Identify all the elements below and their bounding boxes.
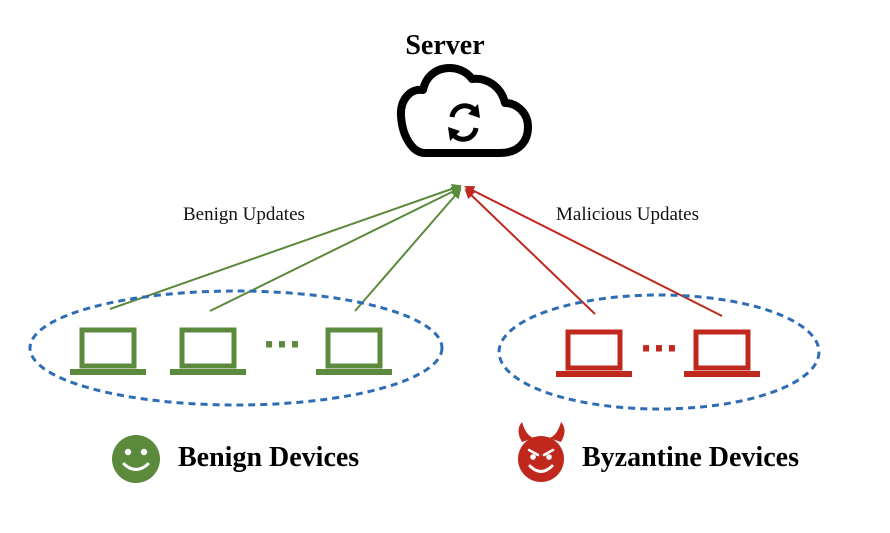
benign-devices-label: Benign Devices [178, 442, 360, 473]
benign-laptop-2 [170, 327, 246, 375]
smiley-face-icon [112, 435, 160, 483]
devil-face-icon [518, 422, 565, 482]
benign-arrow-3 [354, 188, 462, 312]
byzantine-devices-label: Byzantine Devices [582, 442, 799, 473]
byzantine-laptop-1 [556, 329, 632, 377]
benign-arrow-1 [109, 183, 462, 310]
malicious-update-arrows [464, 186, 723, 317]
benign-ellipsis: ··· [263, 325, 302, 365]
malicious-updates-label: Malicious Updates [556, 204, 700, 225]
malicious-arrow-2 [464, 186, 723, 317]
benign-cluster-outline [28, 289, 444, 407]
byzantine-cluster-outline [497, 293, 821, 411]
byzantine-ellipsis: ··· [640, 329, 679, 369]
cloud-sync-icon [396, 64, 532, 157]
server-label: Server [405, 30, 485, 61]
malicious-arrow-1 [464, 188, 596, 315]
benign-updates-label: Benign Updates [183, 204, 305, 225]
benign-laptop-3 [316, 327, 392, 375]
byzantine-laptop-2 [684, 329, 760, 377]
benign-laptop-1 [70, 327, 146, 375]
